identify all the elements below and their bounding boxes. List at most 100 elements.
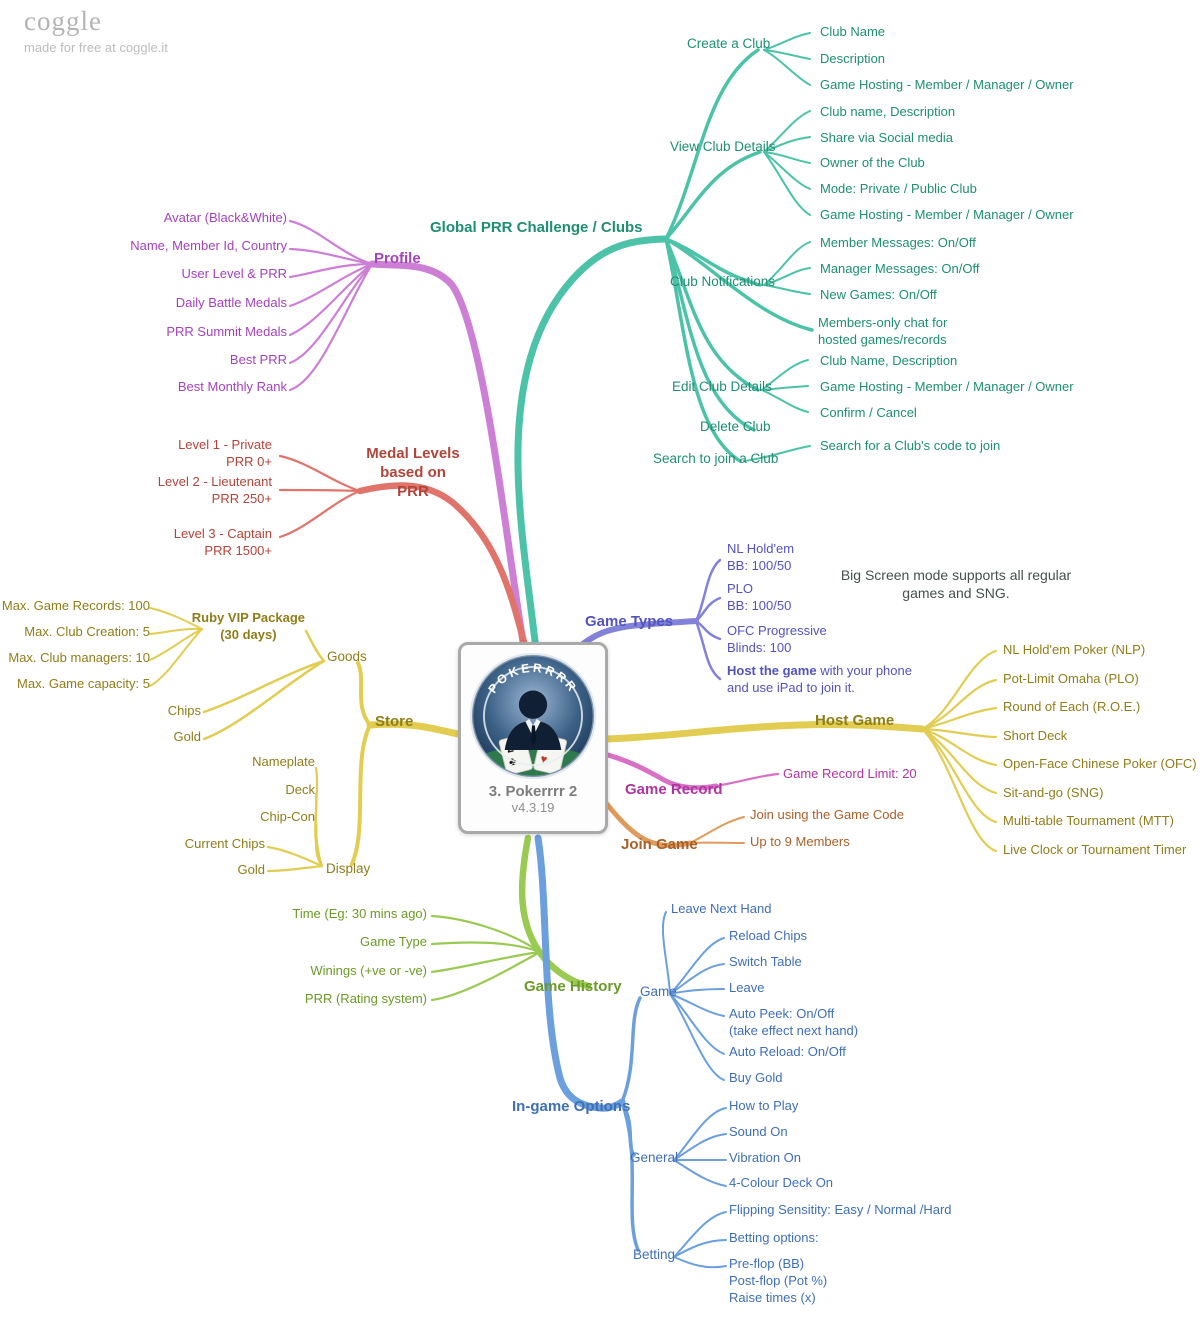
edit-club-leaf[interactable]: Confirm / Cancel [820, 405, 917, 420]
game-type-leaf[interactable]: OFC Progressive Blinds: 100 [727, 623, 827, 656]
search-club-code-leaf[interactable]: Search for a Club's code to join [820, 438, 1001, 453]
create-club-leaf[interactable]: Game Hosting - Member / Manager / Owner [820, 77, 1074, 92]
host-game-note-rest: with your phone and use iPad to join it. [727, 663, 912, 696]
ingame-game-leaf[interactable]: Auto Reload: On/Off [729, 1044, 846, 1059]
join-game-branch-label[interactable]: Join Game [621, 836, 698, 853]
host-game-leaf[interactable]: Open-Face Chinese Poker (OFC) [1003, 756, 1197, 771]
delete-club-node[interactable]: Delete Club [700, 419, 771, 434]
edit-club-node[interactable]: Edit Club Details [672, 379, 772, 394]
host-game-leaf[interactable]: Multi-table Tournament (MTT) [1003, 813, 1174, 828]
game-record-leaf[interactable]: Game Record Limit: 20 [783, 766, 917, 781]
club-notifications-leaf[interactable]: Member Messages: On/Off [820, 235, 976, 250]
host-game-leaf[interactable]: Short Deck [1003, 728, 1068, 743]
view-club-node[interactable]: View Club Details [670, 139, 776, 154]
ingame-game-leaf[interactable]: Buy Gold [729, 1070, 783, 1085]
host-game-note-bold: Host the game [727, 663, 817, 678]
view-club-leaf[interactable]: Mode: Private / Public Club [820, 181, 977, 196]
center-node[interactable]: 2 ♣ 7 ♥ POKERRRR [458, 642, 608, 834]
ingame-game-leaf[interactable]: Leave Next Hand [671, 901, 772, 916]
profile-leaf[interactable]: Best PRR [229, 352, 287, 367]
join-game-leaf[interactable]: Up to 9 Members [750, 834, 850, 849]
display-leaf[interactable]: Nameplate [252, 754, 315, 769]
game-types-branch-label[interactable]: Game Types [585, 613, 674, 630]
profile-leaf[interactable]: PRR Summit Medals [166, 324, 287, 339]
display-leaf[interactable]: Chip-Con [260, 809, 315, 824]
ingame-general-node[interactable]: General [630, 1150, 679, 1165]
host-game-leaf[interactable]: Round of Each (R.O.E.) [1003, 699, 1141, 714]
medal-level-leaf[interactable]: Level 2 - Lieutenant PRR 250+ [157, 474, 272, 507]
host-game-leaf[interactable]: NL Hold'em Poker (NLP) [1003, 642, 1146, 657]
edit-club-leaf[interactable]: Game Hosting - Member / Manager / Owner [820, 379, 1074, 394]
game-type-leaf[interactable]: NL Hold'em BB: 100/50 [727, 541, 795, 574]
ingame-game-leaf[interactable]: Switch Table [729, 954, 802, 969]
ruby-vip-leaf[interactable]: Max. Club managers: 10 [8, 650, 150, 665]
ruby-vip-leaf[interactable]: Max. Club Creation: 5 [24, 624, 150, 639]
profile-leaf[interactable]: Daily Battle Medals [175, 295, 287, 310]
club-notifications-node[interactable]: Club Notifications [670, 274, 776, 289]
join-game-leaf[interactable]: Join using the Game Code [750, 807, 904, 822]
ingame-general-leaf[interactable]: Sound On [729, 1124, 788, 1139]
ruby-vip-node[interactable]: Ruby VIP Package (30 days) [191, 610, 305, 643]
ingame-betting-leaf[interactable]: Betting options: [729, 1230, 819, 1245]
ingame-general-leaf[interactable]: 4-Colour Deck On [729, 1175, 834, 1190]
game-history-leaf[interactable]: Game Type [360, 934, 427, 949]
profile-leaf[interactable]: Best Monthly Rank [177, 379, 287, 394]
display-node[interactable]: Display [326, 861, 371, 876]
view-club-leaf[interactable]: Owner of the Club [820, 155, 925, 170]
view-club-leaf[interactable]: Share via Social media [820, 130, 953, 145]
ingame-game-node[interactable]: Game [640, 984, 677, 999]
ingame-general-leaf[interactable]: How to Play [729, 1098, 799, 1113]
host-game-branch-label[interactable]: Host Game [815, 712, 895, 729]
ingame-branch-label[interactable]: In-game Options [512, 1098, 631, 1115]
game-history-leaf[interactable]: Winings (+ve or -ve) [310, 963, 427, 978]
create-club-leaf[interactable]: Description [820, 51, 886, 66]
ingame-game-leaf[interactable]: Reload Chips [729, 928, 808, 943]
display-leaf[interactable]: Gold [237, 862, 265, 877]
medal-level-leaf[interactable]: Level 3 - Captain PRR 1500+ [173, 526, 272, 559]
club-notifications-leaf[interactable]: New Games: On/Off [820, 287, 937, 302]
display-leaf[interactable]: Current Chips [184, 836, 265, 851]
ingame-game-leaf[interactable]: Auto Peek: On/Off (take effect next hand… [729, 1006, 859, 1039]
ruby-vip-leaf[interactable]: Max. Game Records: 100 [1, 598, 150, 613]
ingame-betting-node[interactable]: Betting [633, 1247, 676, 1262]
join-game-branch-curves [599, 795, 745, 848]
host-game-leaf[interactable]: Live Clock or Tournament Timer [1003, 842, 1187, 857]
host-game-leaf[interactable]: Pot-Limit Omaha (PLO) [1003, 671, 1139, 686]
game-record-branch-label[interactable]: Game Record [625, 781, 723, 798]
profile-branch-label[interactable]: Profile [374, 250, 421, 267]
search-join-club-node[interactable]: Search to join a Club [653, 451, 779, 466]
goods-node[interactable]: Goods [327, 649, 367, 664]
ingame-game-leaf[interactable]: Leave [729, 980, 765, 995]
members-chat-leaf[interactable]: Members-only chat for hosted games/recor… [818, 315, 948, 348]
ingame-betting-leaf[interactable]: Flipping Sensitity: Easy / Normal /Hard [729, 1202, 952, 1217]
ingame-general-leaf[interactable]: Vibration On [729, 1150, 802, 1165]
host-game-leaf[interactable]: Sit-and-go (SNG) [1003, 785, 1104, 800]
create-club-leaf[interactable]: Club Name [820, 24, 886, 39]
view-club-leaf[interactable]: Club name, Description [820, 104, 956, 119]
profile-leaf[interactable]: Avatar (Black&White) [163, 210, 287, 225]
create-club-node[interactable]: Create a Club [687, 36, 771, 51]
store-branch-label[interactable]: Store [375, 713, 414, 730]
game-history-branch-label[interactable]: Game History [524, 978, 622, 995]
game-type-leaf[interactable]: PLO BB: 100/50 [727, 581, 792, 614]
host-game-note[interactable]: Host the game with your phone and use iP… [727, 662, 925, 696]
medal-level-leaf[interactable]: Level 1 - Private PRR 0+ [178, 437, 272, 470]
display-leaf[interactable]: Deck [285, 782, 315, 797]
ruby-vip-leaf[interactable]: Max. Game capacity: 5 [17, 676, 150, 691]
coggle-logo[interactable]: coggle [24, 6, 102, 36]
ingame-betting-leaf[interactable]: Pre-flop (BB) Post-flop (Pot %) Raise ti… [729, 1256, 828, 1306]
center-title: 3. Pokerrrr 2 [488, 783, 578, 800]
profile-leaf[interactable]: User Level & PRR [181, 266, 287, 281]
chips-node[interactable]: Chips [167, 703, 201, 718]
view-club-leaf[interactable]: Game Hosting - Member / Manager / Owner [820, 207, 1074, 222]
game-history-leaf[interactable]: PRR (Rating system) [304, 991, 427, 1006]
profile-leaf[interactable]: Name, Member Id, Country [130, 238, 287, 253]
medals-branch-label[interactable]: Medal Levels based on PRR [366, 445, 460, 500]
coggle-tagline[interactable]: made for free at coggle.it [24, 40, 168, 55]
club-notifications-leaf[interactable]: Manager Messages: On/Off [820, 261, 980, 276]
game-history-leaf[interactable]: Time (Eg: 30 mins ago) [292, 906, 427, 921]
gold-node[interactable]: Gold [173, 729, 201, 744]
edit-club-leaf[interactable]: Club Name, Description [820, 353, 958, 368]
clubs-branch-label[interactable]: Global PRR Challenge / Clubs [430, 219, 643, 236]
